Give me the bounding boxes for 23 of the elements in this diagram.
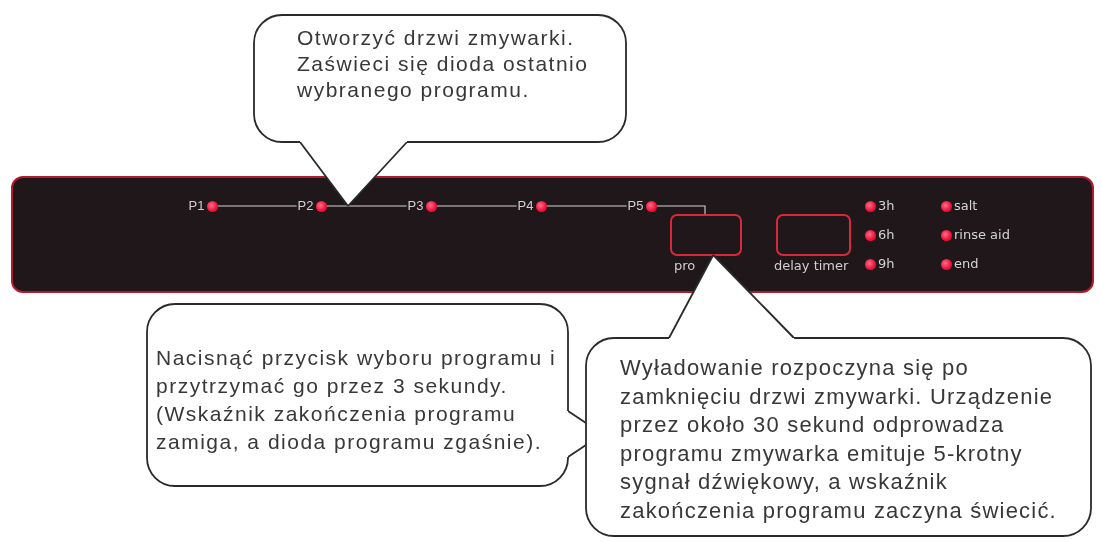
callout-tail <box>299 141 408 207</box>
indicator-label: end <box>954 256 979 272</box>
indicator-label: P5 <box>627 198 644 214</box>
speech-bubble <box>146 303 569 487</box>
button-caption: delay timer <box>774 258 849 274</box>
panel-button <box>776 214 851 256</box>
indicator-label: salt <box>954 198 978 214</box>
indicator-label: 3h <box>878 198 895 214</box>
speech-bubble <box>585 337 1092 537</box>
callout-text: Nacisnąć przycisk wyboru programu i przytrzymać go przez 3 sekundy. (Wskaźnik zakończenia programu zamiga, a dioda programu zgaśnie). <box>156 345 558 455</box>
indicator-label: P4 <box>517 198 534 214</box>
indicator-label: rinse aid <box>954 227 1010 243</box>
indicator-label: P2 <box>297 198 314 214</box>
indicator-label: P3 <box>407 198 424 214</box>
indicator-label: 6h <box>878 227 895 243</box>
callout-tail <box>668 254 795 339</box>
indicator-label: 9h <box>878 256 895 272</box>
panel-button <box>670 214 742 256</box>
callout-text: Otworzyć drzwi zmywarki. Zaświeci się dioda ostatnio wybranego programu. <box>297 25 590 103</box>
indicator-label: P1 <box>188 198 205 214</box>
speech-bubble <box>253 14 627 143</box>
button-caption: pro <box>674 258 696 274</box>
callout-text: Wyładowanie rozpoczyna się po zamknięciu drzwi zmywarki. Urządzenie przez około 30 sekund odprowadza programu zmywarka emituje 5-krotny sygnał dźwiękowy, a wskaźnik zakończenia programu zaczyna świecić. <box>620 354 1058 525</box>
